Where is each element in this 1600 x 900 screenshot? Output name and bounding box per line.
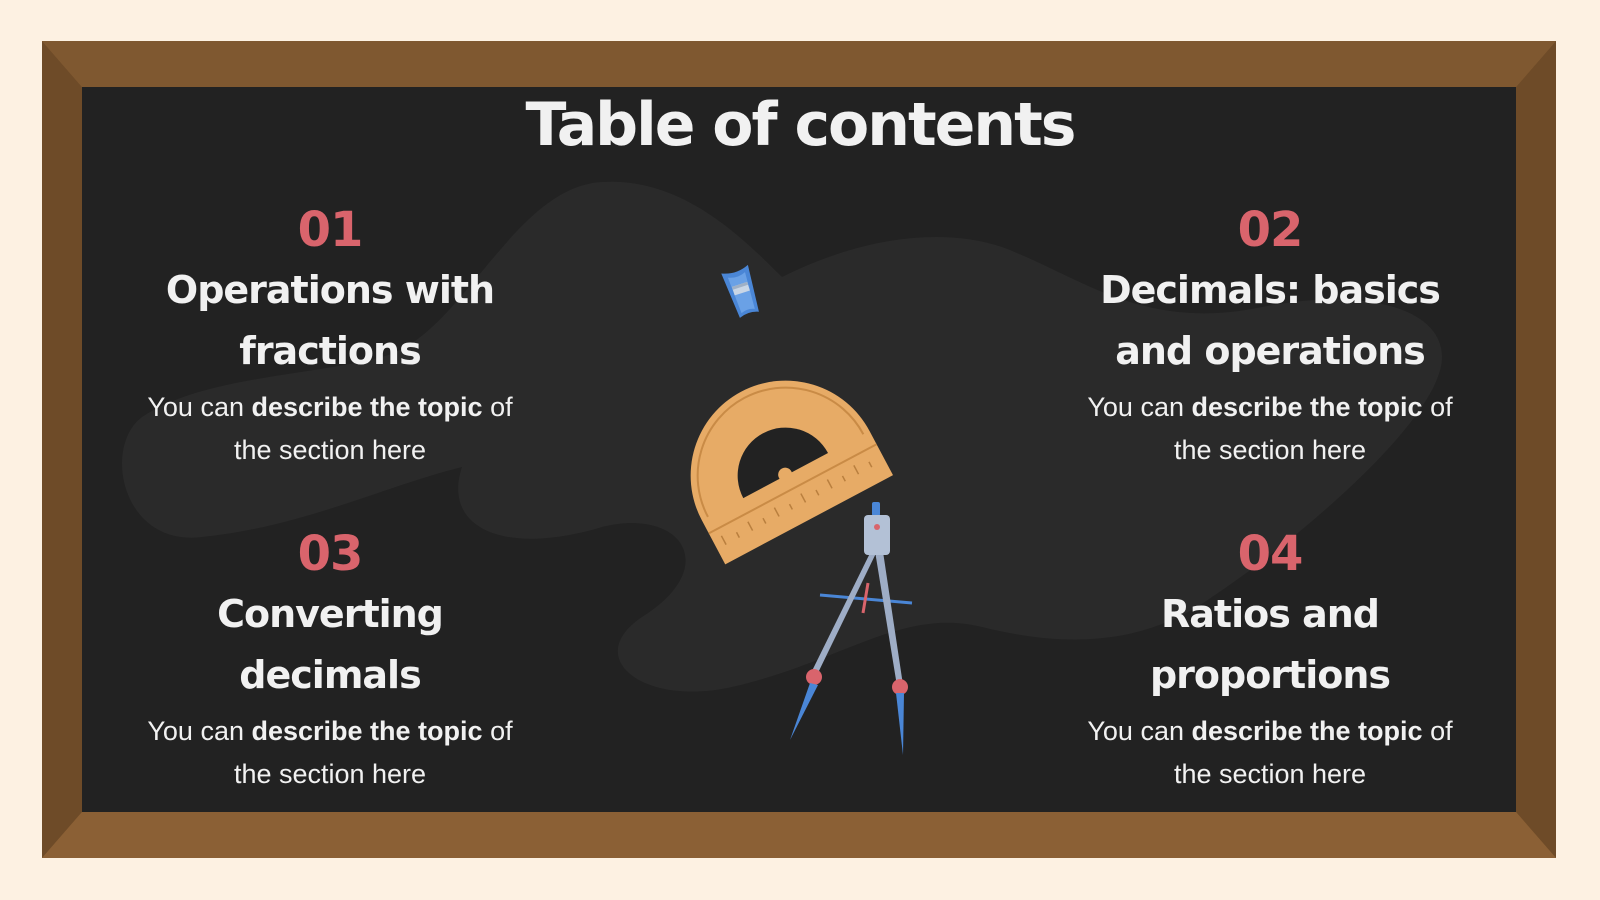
section-description: You can describe the topic of the sectio… [147, 392, 513, 465]
section-number: 01 [297, 202, 364, 258]
protractor-icon [690, 380, 894, 565]
section-description: You can describe the topic of the sectio… [1087, 716, 1453, 789]
section-number: 04 [1237, 526, 1304, 582]
section-heading: Decimals: basics and operations [1100, 268, 1441, 373]
section-04[interactable]: 04 Ratios and proportions You can descri… [1070, 524, 1470, 796]
sharpener-icon [721, 264, 759, 318]
section-heading: Operations with fractions [165, 268, 495, 373]
section-heading: Converting decimals [217, 592, 444, 697]
section-02[interactable]: 02 Decimals: basics and operations You c… [1070, 200, 1470, 472]
section-description: You can describe the topic of the sectio… [1087, 392, 1453, 465]
section-01[interactable]: 01 Operations with fractions You can des… [130, 200, 530, 472]
section-number: 03 [297, 526, 364, 582]
section-heading: Ratios and proportions [1149, 592, 1391, 697]
section-description: You can describe the topic of the sectio… [147, 716, 513, 789]
section-03[interactable]: 03 Converting decimals You can describe … [130, 524, 530, 796]
compass-icon [790, 502, 913, 755]
section-number: 02 [1237, 202, 1304, 258]
page-title: Table of contents [525, 90, 1077, 160]
